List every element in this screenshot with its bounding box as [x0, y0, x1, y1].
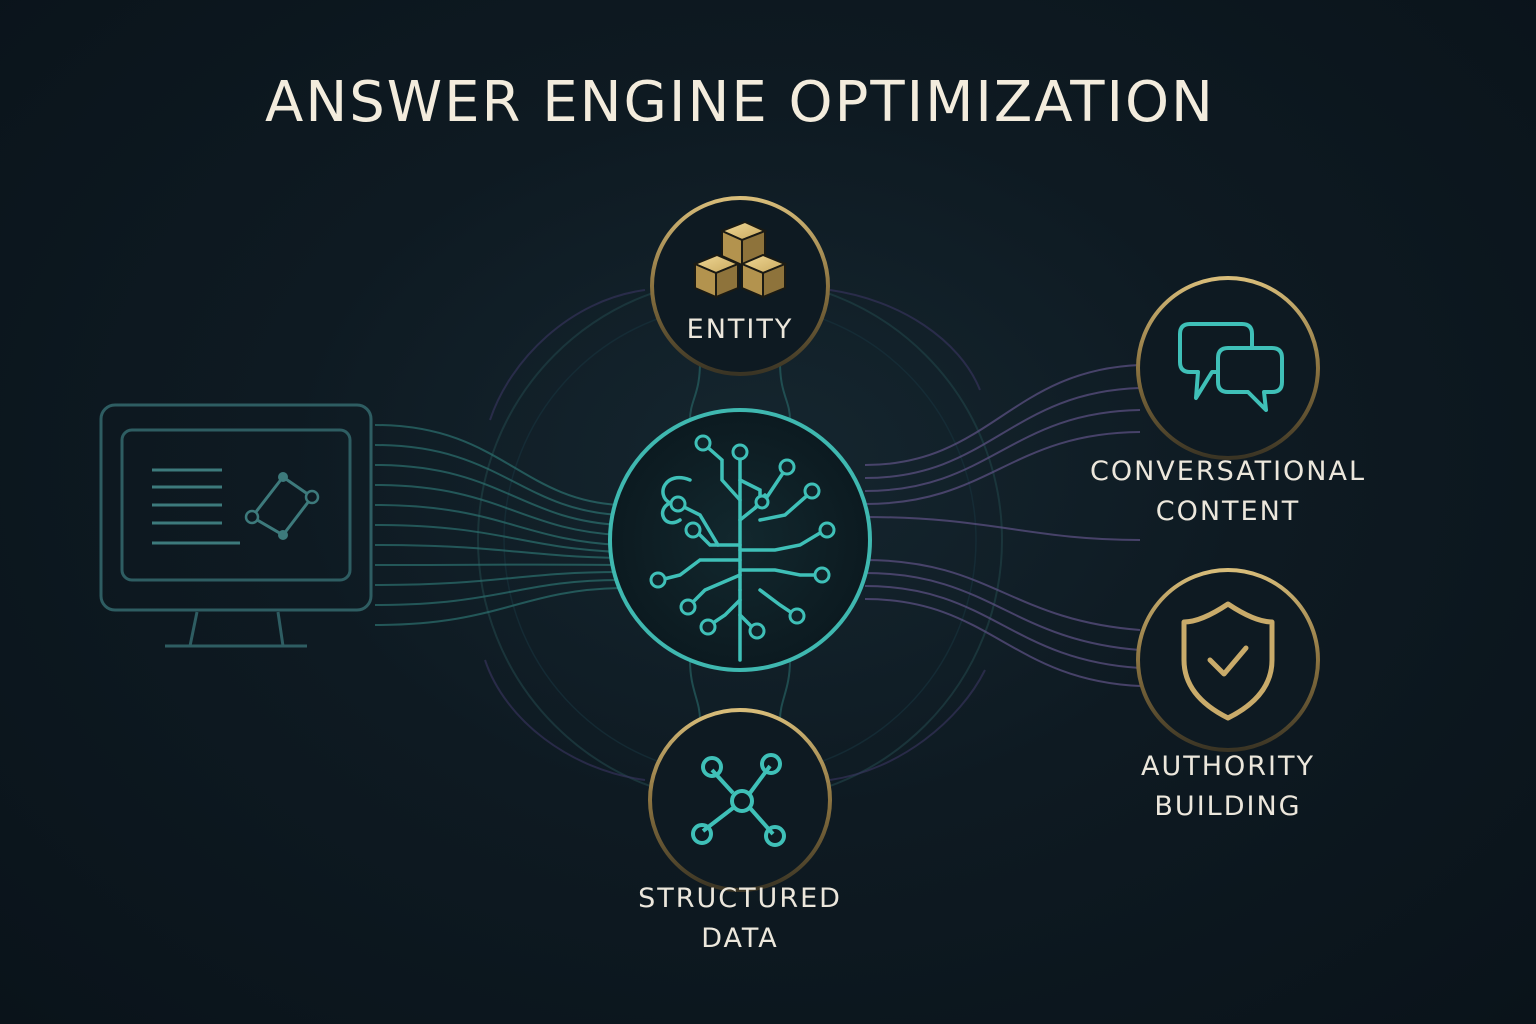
monitor-icon: [99, 403, 373, 648]
conversational-label: CONVERSATIONAL CONTENT: [1060, 452, 1396, 532]
hub-node: [608, 408, 872, 672]
entity-label-text: ENTITY: [686, 314, 794, 345]
cubes-icon: [692, 220, 788, 299]
entity-label: ENTITY: [640, 310, 840, 350]
vertical-connectors: [689, 361, 791, 721]
conversational-label-line2: CONTENT: [1155, 496, 1301, 527]
shield-check-icon: [1181, 601, 1275, 721]
structured-node: [648, 708, 832, 892]
authority-label-line2: BUILDING: [1154, 791, 1302, 822]
conversational-label-line1: CONVERSATIONAL: [1089, 456, 1367, 487]
entity-node: [650, 196, 830, 376]
authority-label-line1: AUTHORITY: [1141, 751, 1315, 782]
structured-label-line1: STRUCTURED: [638, 883, 842, 914]
neural-tree-nodes: [649, 434, 836, 640]
authority-node: [1136, 568, 1320, 752]
authority-label: AUTHORITY BUILDING: [1090, 747, 1366, 827]
conversational-node: [1136, 276, 1320, 460]
structured-label: STRUCTURED DATA: [600, 879, 880, 959]
page-title: ANSWER ENGINE OPTIMIZATION: [265, 70, 1215, 135]
input-flow-lines: [374, 424, 621, 626]
output-flow-lines: [864, 364, 1141, 687]
network-nodes-icon: [691, 753, 786, 847]
side-arcs: [484, 289, 986, 781]
chat-bubbles-icon: [1178, 322, 1284, 412]
structured-label-line2: DATA: [701, 923, 779, 954]
